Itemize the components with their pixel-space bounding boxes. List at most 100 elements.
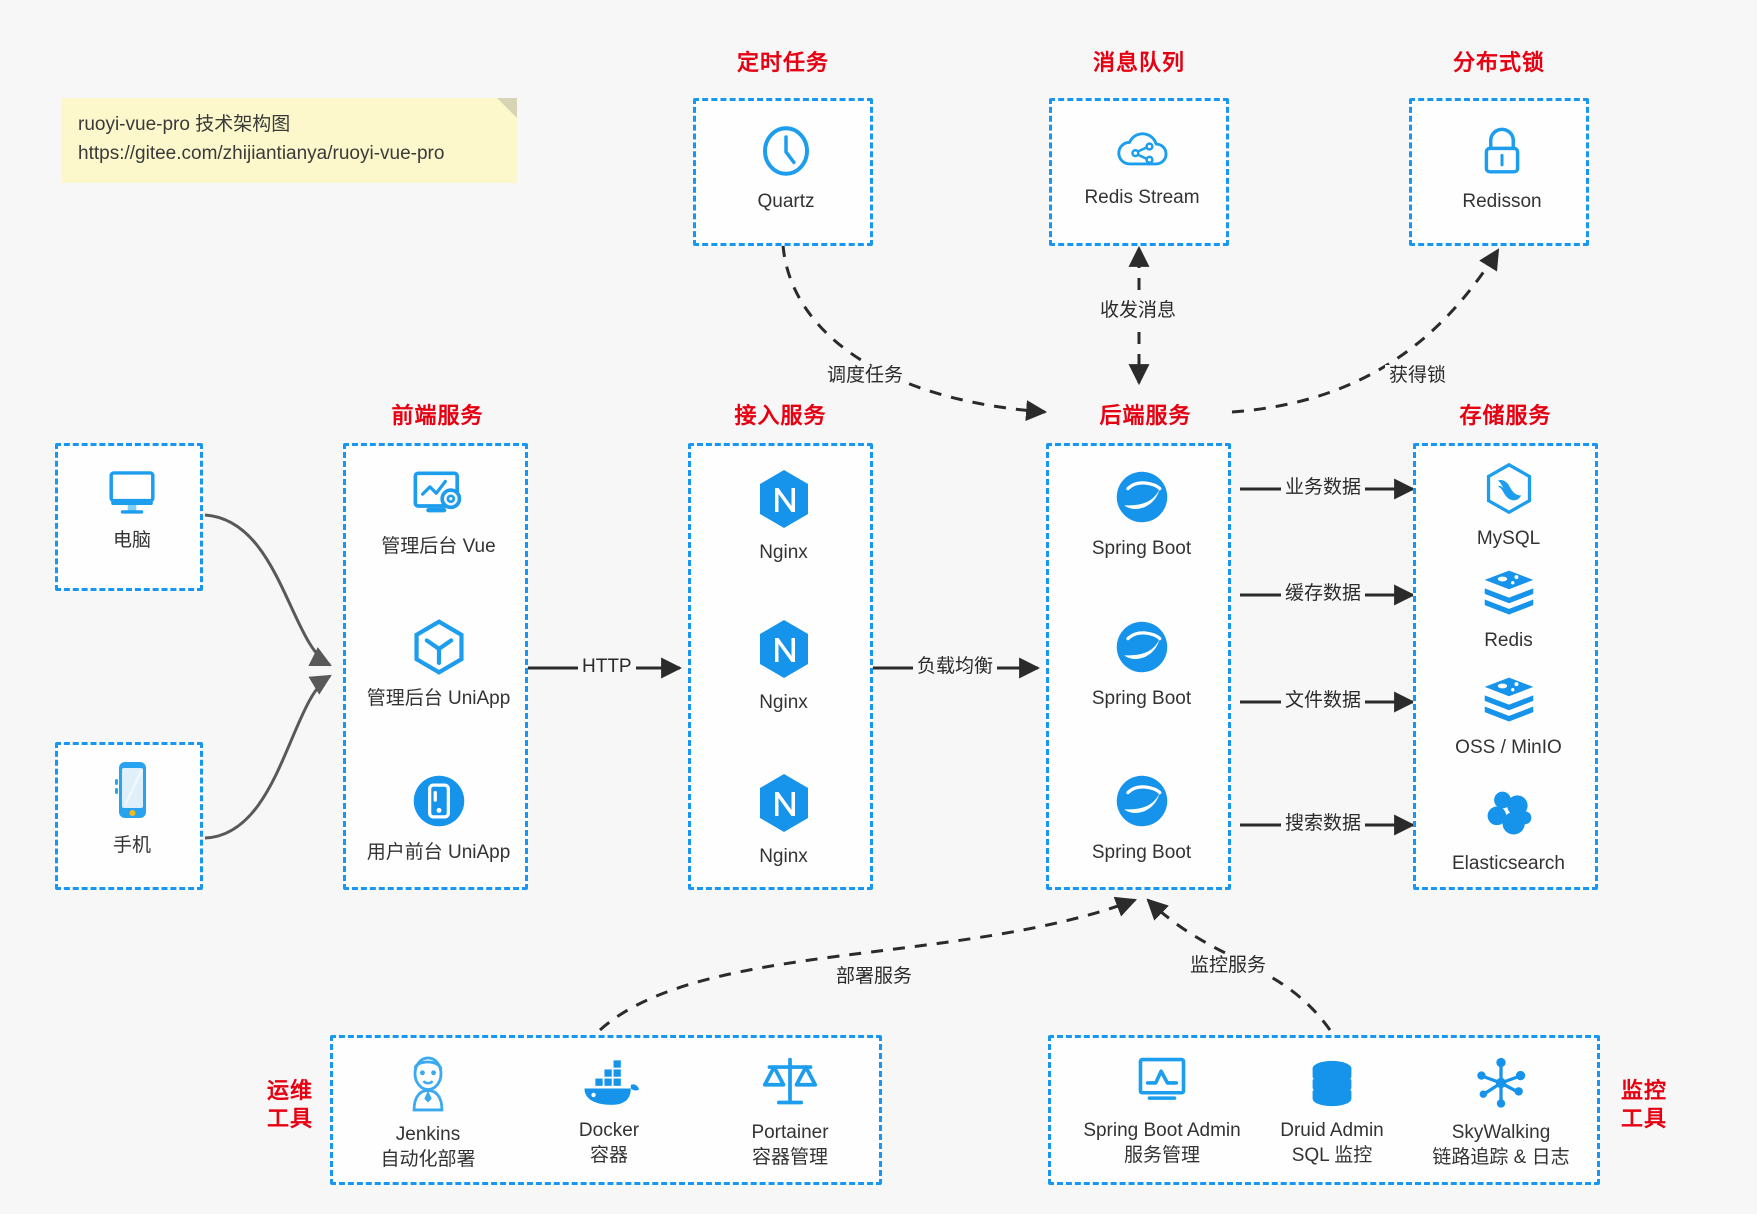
- node-label: OSS / MinIO: [1455, 737, 1562, 758]
- group-distributed-lock: Redisson: [1409, 98, 1589, 246]
- group-title-backend-services: 后端服务: [1099, 403, 1192, 428]
- mobile-app-circle-icon: [410, 772, 468, 835]
- redis-stack-icon: [1481, 568, 1537, 623]
- node-label: Spring Boot: [1091, 842, 1192, 863]
- node-spring-boot-2[interactable]: Spring Boot: [1049, 618, 1234, 712]
- group-title-monitor-tools: 监控 工具: [1612, 1077, 1676, 1132]
- edge-label-http: HTTP: [578, 656, 636, 679]
- node-redisson[interactable]: Redisson: [1412, 123, 1592, 215]
- group-client-phone: 手机: [55, 742, 203, 890]
- ops-title-line-1: 运维: [266, 1078, 313, 1103]
- node-label: Druid Admin: [1280, 1120, 1384, 1141]
- spring-boot-icon: [1113, 468, 1171, 531]
- nginx-icon: [755, 618, 813, 685]
- node-jenkins[interactable]: Jenkins 自动化部署: [343, 1054, 513, 1172]
- node-label: 手机: [112, 835, 151, 856]
- node-label: Portainer: [751, 1122, 829, 1143]
- edge-label-business-data: 业务数据: [1281, 477, 1366, 500]
- group-title-ops-tools: 运维 工具: [258, 1077, 322, 1132]
- node-computer[interactable]: 电脑: [58, 466, 206, 554]
- group-message-queue: Redis Stream: [1049, 98, 1229, 246]
- node-docker[interactable]: Docker 容器: [524, 1060, 694, 1168]
- edge-label-acquire-lock: 获得锁: [1385, 365, 1451, 388]
- spring-boot-icon: [1113, 772, 1171, 835]
- node-mysql[interactable]: MySQL: [1416, 462, 1601, 552]
- edge-label-monitor-service: 监控服务: [1186, 955, 1271, 978]
- edge-deploy-service: [598, 896, 1137, 1032]
- node-label: Jenkins: [395, 1124, 461, 1145]
- node-spring-boot-3[interactable]: Spring Boot: [1049, 772, 1234, 866]
- node-sublabel: 自动化部署: [380, 1148, 476, 1170]
- database-cylinder-icon: [1306, 1060, 1358, 1113]
- node-admin-vue[interactable]: 管理后台 Vue: [346, 468, 531, 560]
- node-elasticsearch[interactable]: Elasticsearch: [1416, 787, 1601, 877]
- node-label: Nginx: [759, 692, 808, 713]
- edge-label-file-data: 文件数据: [1281, 690, 1366, 713]
- node-label: Redisson: [1462, 191, 1542, 212]
- monitor-title-line-1: 监控: [1620, 1078, 1667, 1103]
- node-user-uniapp[interactable]: 用户前台 UniApp: [346, 772, 531, 866]
- edge-label-deploy-service: 部署服务: [832, 966, 917, 989]
- group-title-frontend-services: 前端服务: [391, 403, 484, 428]
- group-title-scheduled-task: 定时任务: [736, 50, 829, 75]
- node-spring-boot-1[interactable]: Spring Boot: [1049, 468, 1234, 562]
- node-spring-boot-admin[interactable]: Spring Boot Admin 服务管理: [1055, 1056, 1269, 1168]
- node-label: Spring Boot: [1091, 688, 1192, 709]
- cloud-stream-icon: [1113, 123, 1171, 180]
- node-label: Redis: [1484, 630, 1533, 651]
- note-fold-corner: [497, 98, 517, 118]
- node-phone[interactable]: 手机: [58, 759, 206, 859]
- monitor-chart-icon: [1133, 1056, 1191, 1113]
- node-label: SkyWalking: [1451, 1122, 1551, 1143]
- edge-computer-to-frontend: [204, 513, 332, 667]
- node-label: Nginx: [759, 542, 808, 563]
- node-sublabel: 链路追踪 & 日志: [1432, 1146, 1570, 1168]
- lock-icon: [1476, 123, 1528, 184]
- oss-minio-stack-icon: [1481, 675, 1537, 730]
- node-label: Redis Stream: [1084, 187, 1200, 208]
- diagram-note: ruoyi-vue-pro 技术架构图 https://gitee.com/zh…: [62, 98, 517, 183]
- uniapp-hexagon-icon: [410, 618, 468, 681]
- group-scheduled-task: Quartz: [693, 98, 873, 246]
- node-redis[interactable]: Redis: [1416, 568, 1601, 654]
- node-redis-stream[interactable]: Redis Stream: [1052, 123, 1232, 211]
- group-client-computer: 电脑: [55, 443, 203, 591]
- edge-label-cache-data: 缓存数据: [1281, 583, 1366, 606]
- spring-boot-icon: [1113, 618, 1171, 681]
- group-storage-services: MySQL Redis: [1413, 443, 1598, 890]
- node-label: 电脑: [112, 530, 151, 551]
- nginx-icon: [755, 468, 813, 535]
- node-oss-minio[interactable]: OSS / MinIO: [1416, 675, 1601, 761]
- node-portainer[interactable]: Portainer 容器管理: [705, 1054, 875, 1170]
- group-access-services: Nginx Nginx Nginx: [688, 443, 873, 890]
- node-sublabel: 容器管理: [751, 1146, 828, 1168]
- ops-title-line-2: 工具: [266, 1105, 313, 1131]
- desktop-computer-icon: [104, 466, 160, 523]
- group-title-access-services: 接入服务: [734, 403, 827, 428]
- jenkins-butler-icon: [402, 1054, 454, 1117]
- node-skywalking[interactable]: SkyWalking 链路追踪 & 日志: [1401, 1056, 1601, 1170]
- node-nginx-1[interactable]: Nginx: [691, 468, 876, 566]
- node-nginx-2[interactable]: Nginx: [691, 618, 876, 716]
- note-title: ruoyi-vue-pro 技术架构图: [78, 114, 291, 135]
- note-url: https://gitee.com/zhijiantianya/ruoyi-vu…: [78, 143, 445, 165]
- edge-label-load-balance: 负载均衡: [913, 656, 998, 679]
- clock-icon: [758, 123, 814, 184]
- node-label: 管理后台 Vue: [381, 536, 496, 557]
- mysql-dolphin-icon: [1482, 462, 1536, 521]
- edge-label-schedule-task: 调度任务: [823, 365, 908, 388]
- node-nginx-3[interactable]: Nginx: [691, 772, 876, 870]
- group-title-storage-services: 存储服务: [1459, 403, 1552, 428]
- node-sublabel: SQL 监控: [1291, 1144, 1373, 1166]
- node-admin-uniapp[interactable]: 管理后台 UniApp: [346, 618, 531, 712]
- edge-label-search-data: 搜索数据: [1281, 813, 1366, 836]
- node-quartz[interactable]: Quartz: [696, 123, 876, 215]
- node-label: Spring Boot: [1091, 538, 1192, 559]
- nginx-icon: [755, 772, 813, 839]
- group-monitor-tools: Spring Boot Admin 服务管理 Druid Admin SQL 监…: [1048, 1035, 1600, 1185]
- node-label: MySQL: [1476, 528, 1541, 549]
- group-frontend-services: 管理后台 Vue 管理后台 UniApp: [343, 443, 528, 890]
- portainer-scales-icon: [762, 1054, 818, 1115]
- node-druid-admin[interactable]: Druid Admin SQL 监控: [1243, 1060, 1421, 1168]
